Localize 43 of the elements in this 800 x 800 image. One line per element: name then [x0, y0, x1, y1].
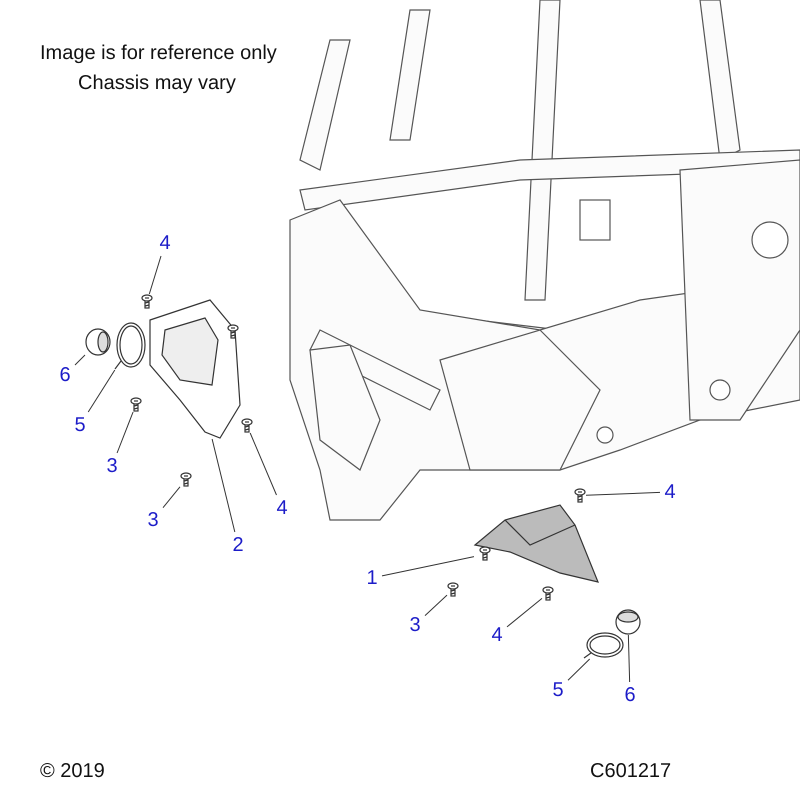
screw-drawing [447, 582, 459, 597]
callout-number: 6 [621, 683, 639, 707]
leader-line [628, 634, 630, 682]
note-text: Image is for reference only [40, 42, 277, 65]
note-text: Chassis may vary [78, 72, 236, 95]
leader-line [250, 432, 277, 496]
screw-drawing [130, 397, 142, 412]
leader-line [88, 370, 116, 412]
leader-line [568, 658, 590, 681]
leader-line [148, 256, 162, 294]
callout-number: 4 [661, 480, 679, 504]
leader-line [424, 594, 448, 616]
callout-number: 3 [144, 508, 162, 532]
callout-number: 3 [406, 613, 424, 637]
screw-drawing [180, 472, 192, 487]
callout-number: 6 [56, 363, 74, 387]
leader-line [74, 354, 86, 366]
callout-number: 5 [71, 413, 89, 437]
drawing-code: C601217 [590, 760, 672, 783]
retaining-ring-drawing [114, 322, 146, 370]
callout-number: 3 [103, 454, 121, 478]
leader-line [586, 492, 660, 496]
callout-number: 5 [549, 678, 567, 702]
bumper-drawing [85, 328, 111, 356]
side-panel-drawing [149, 299, 241, 439]
screw-drawing [542, 586, 554, 601]
leader-line [382, 556, 474, 576]
callout-number: 4 [156, 231, 174, 255]
copyright-text: © 2019 [40, 760, 105, 783]
callout-number: 2 [229, 533, 247, 557]
callout-number: 4 [273, 496, 291, 520]
retaining-ring-drawing [584, 632, 624, 658]
screw-drawing [574, 488, 586, 503]
screw-drawing [241, 418, 253, 433]
side-panel-drawing [474, 504, 599, 583]
leader-line [116, 412, 134, 454]
screw-drawing [141, 294, 153, 309]
callout-number: 4 [488, 623, 506, 647]
leader-line [506, 598, 542, 628]
leader-line [162, 486, 180, 508]
leader-line [212, 438, 236, 532]
bumper-drawing [615, 609, 641, 635]
callout-number: 1 [363, 566, 381, 590]
